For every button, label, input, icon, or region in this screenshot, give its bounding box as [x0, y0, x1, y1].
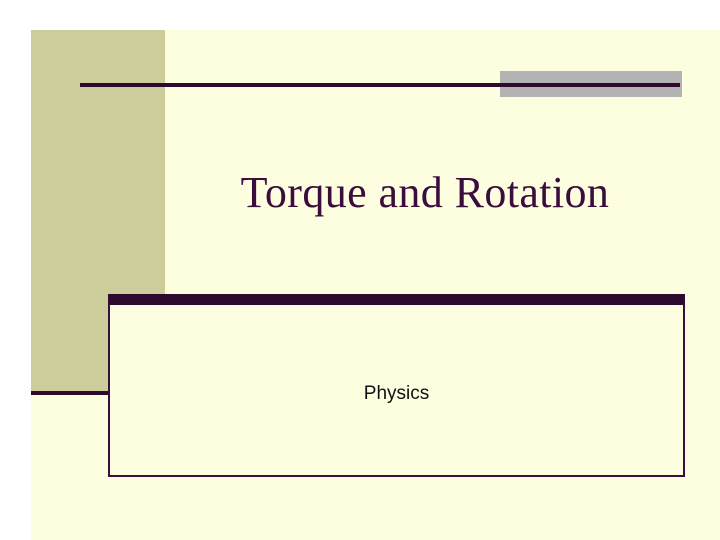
- subtitle-placeholder-box[interactable]: Physics: [108, 294, 685, 477]
- slide-title: Torque and Rotation: [240, 168, 610, 217]
- header-rule: [80, 83, 680, 87]
- band-foot-rule: [31, 391, 113, 395]
- slide-subtitle: Physics: [363, 383, 430, 404]
